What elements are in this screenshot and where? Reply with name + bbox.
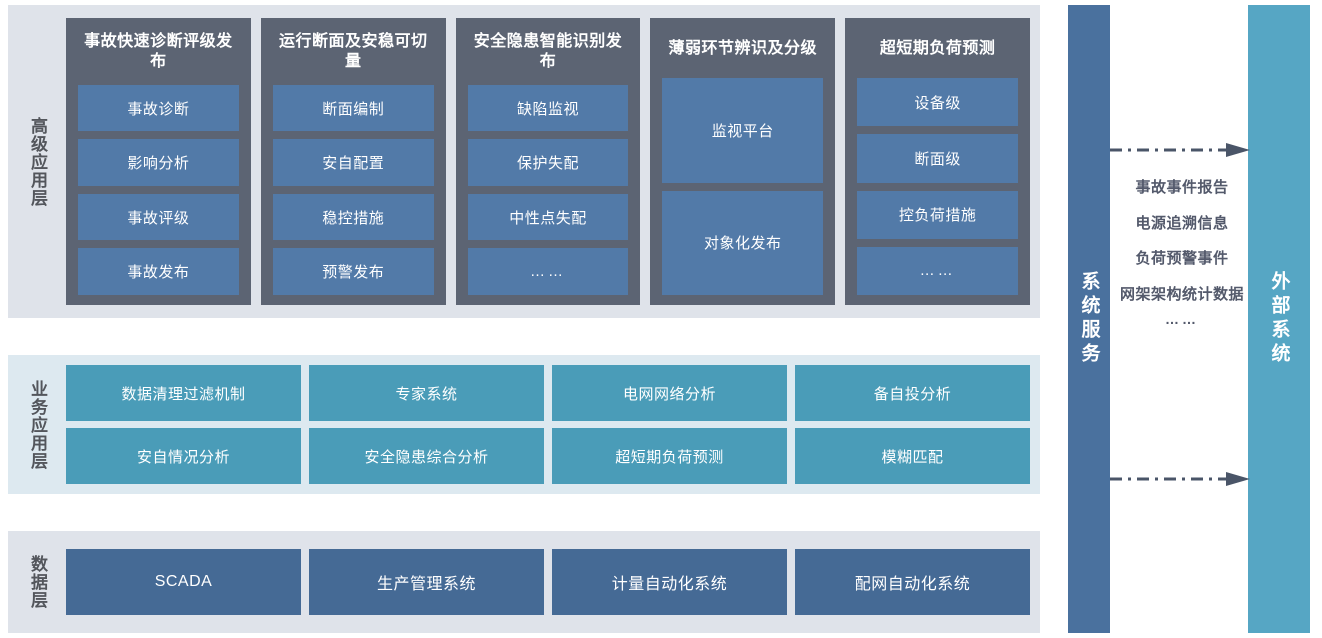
advanced-item[interactable]: 设备级 (857, 78, 1018, 127)
column-items: 缺陷监视 保护失配 中性点失配 …… (467, 84, 629, 295)
column-title: 安全隐患智能识别发布 (473, 33, 623, 71)
column-items: 监视平台 对象化发布 (662, 78, 824, 295)
column-items: 断面编制 安自配置 稳控措施 预警发布 (272, 84, 434, 295)
flow-label: 网架架构统计数据 (1119, 285, 1244, 303)
system-interface-zone: 系统服务 外部系统 事故事件报告 电源追溯信息 负荷预警事件 网架架构统计数据 … (1060, 0, 1322, 638)
advanced-column-ultra-short-term-load[interactable]: 超短期负荷预测 设备级 断面级 控负荷措施 …… (845, 18, 1030, 305)
advanced-item[interactable]: 监视平台 (662, 78, 824, 183)
advanced-item[interactable]: 控负荷措施 (857, 190, 1018, 239)
external-system-bar[interactable]: 外部系统 (1248, 5, 1310, 633)
business-item[interactable]: 专家系统 (309, 365, 544, 421)
flow-label: 负荷预警事件 (1135, 250, 1229, 267)
advanced-item[interactable]: 中性点失配 (467, 193, 629, 241)
advanced-item[interactable]: 稳控措施 (272, 193, 434, 241)
flow-label: 事故事件报告 (1135, 179, 1229, 196)
advanced-column-accident-diagnosis[interactable]: 事故快速诊断评级发布 事故诊断 影响分析 事故评级 事故发布 (66, 18, 251, 305)
advanced-item[interactable]: 事故发布 (78, 248, 239, 295)
advanced-item-more[interactable]: …… (857, 246, 1018, 295)
flow-label-list: 事故事件报告 电源追溯信息 负荷预警事件 网架架构统计数据 …… (1118, 178, 1246, 328)
business-item[interactable]: 数据清理过滤机制 (66, 365, 301, 421)
data-layer: 数据层 SCADA 生产管理系统 计量自动化系统 配网自动化系统 (8, 531, 1040, 633)
business-item[interactable]: 备自投分析 (795, 365, 1030, 421)
data-source-item[interactable]: SCADA (66, 549, 301, 615)
advanced-item-more[interactable]: …… (467, 248, 629, 295)
advanced-column-operating-section[interactable]: 运行断面及安稳可切量 断面编制 安自配置 稳控措施 预警发布 (260, 18, 446, 305)
advanced-item[interactable]: 断面编制 (272, 84, 434, 132)
advanced-item[interactable]: 影响分析 (78, 139, 239, 186)
column-title: 运行断面及安稳可切量 (278, 33, 428, 71)
column-items: 设备级 断面级 控负荷措施 …… (857, 78, 1018, 295)
top-flow-arrow (1110, 143, 1252, 157)
advanced-column-safety-hazard[interactable]: 安全隐患智能识别发布 缺陷监视 保护失配 中性点失配 …… (455, 18, 641, 305)
business-row: 数据清理过滤机制 专家系统 电网网络分析 备自投分析 (66, 365, 1030, 421)
arrow-right-icon (1110, 143, 1250, 157)
data-layer-body: SCADA 生产管理系统 计量自动化系统 配网自动化系统 (66, 531, 1040, 633)
data-source-item[interactable]: 生产管理系统 (309, 549, 544, 615)
advanced-item[interactable]: 保护失配 (467, 139, 629, 186)
advanced-item[interactable]: 预警发布 (272, 248, 434, 295)
arrow-right-icon (1110, 472, 1250, 486)
business-layer-body: 数据清理过滤机制 专家系统 电网网络分析 备自投分析 安自情况分析 安全隐患综合… (66, 355, 1040, 494)
data-source-item[interactable]: 计量自动化系统 (552, 549, 787, 615)
advanced-item[interactable]: 安自配置 (272, 139, 434, 186)
advanced-layer-label: 高级应用层 (28, 116, 48, 207)
business-item[interactable]: 安自情况分析 (66, 428, 301, 484)
advanced-layer-body: 事故快速诊断评级发布 事故诊断 影响分析 事故评级 事故发布 运行断面及安稳可切… (66, 5, 1040, 318)
system-service-bar[interactable]: 系统服务 (1068, 5, 1110, 633)
business-layer-label: 业务应用层 (28, 379, 48, 470)
business-item[interactable]: 电网网络分析 (552, 365, 787, 421)
business-item[interactable]: 模糊匹配 (795, 428, 1030, 484)
column-items: 事故诊断 影响分析 事故评级 事故发布 (78, 84, 239, 295)
column-title: 薄弱环节辨识及分级 (668, 39, 818, 57)
data-source-item[interactable]: 配网自动化系统 (795, 549, 1030, 615)
bottom-flow-arrow (1110, 472, 1252, 486)
advanced-item[interactable]: 断面级 (857, 134, 1018, 183)
advanced-column-weak-link[interactable]: 薄弱环节辨识及分级 监视平台 对象化发布 (650, 18, 836, 305)
advanced-item[interactable]: 事故诊断 (78, 84, 239, 132)
advanced-item[interactable]: 对象化发布 (662, 190, 824, 295)
column-title: 超短期负荷预测 (879, 39, 996, 57)
data-layer-label: 数据层 (28, 555, 48, 609)
architecture-layers-stack: 高级应用层 事故快速诊断评级发布 事故诊断 影响分析 事故评级 事故发布 运行断… (8, 5, 1040, 633)
advanced-item[interactable]: 事故评级 (78, 193, 239, 241)
business-row: 安自情况分析 安全隐患综合分析 超短期负荷预测 模糊匹配 (66, 428, 1030, 484)
business-item[interactable]: 超短期负荷预测 (552, 428, 787, 484)
business-application-layer: 业务应用层 数据清理过滤机制 专家系统 电网网络分析 备自投分析 安自情况分析 … (8, 355, 1040, 494)
flow-label: 电源追溯信息 (1135, 214, 1229, 232)
business-item[interactable]: 安全隐患综合分析 (309, 428, 544, 484)
advanced-item[interactable]: 缺陷监视 (467, 84, 629, 132)
column-title: 事故快速诊断评级发布 (84, 33, 233, 71)
advanced-application-layer: 高级应用层 事故快速诊断评级发布 事故诊断 影响分析 事故评级 事故发布 运行断… (8, 5, 1040, 318)
flow-label-more: …… (1165, 311, 1199, 327)
